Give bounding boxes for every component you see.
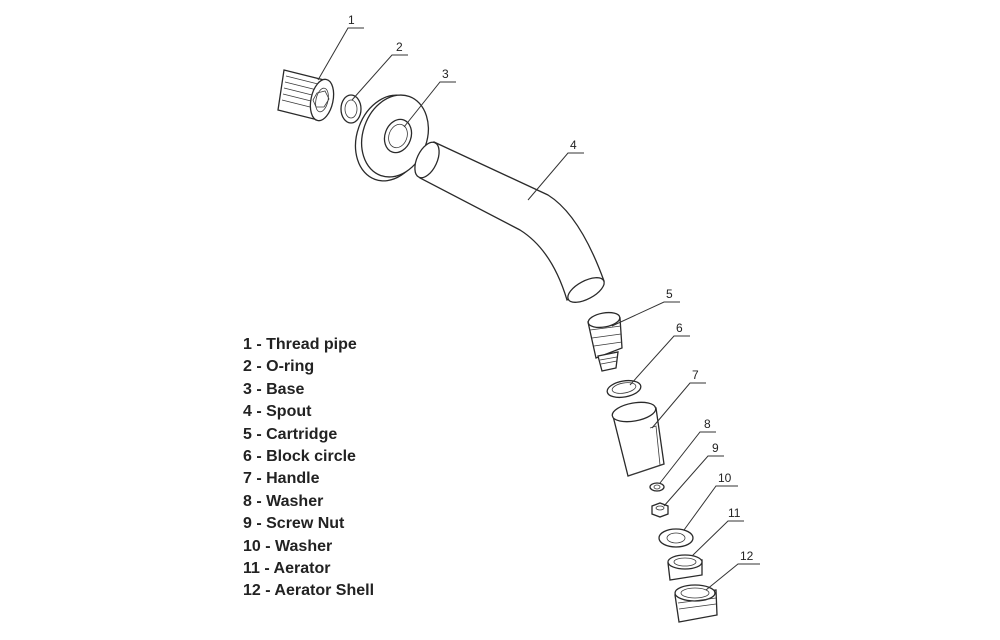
- legend-item-thread-pipe: 1 - Thread pipe: [243, 336, 357, 353]
- legend-item-base: 3 - Base: [243, 380, 305, 398]
- washer-part-10: [658, 528, 694, 548]
- leader-line-10: [683, 485, 738, 531]
- parts-legend: 1 - Thread pipe 2 - O-ring 3 - Base 4 - …: [243, 334, 374, 603]
- leader-line-3: [403, 81, 456, 128]
- handle-part: [611, 401, 665, 477]
- leader-lines: [317, 27, 760, 591]
- leader-line-12: [705, 563, 760, 591]
- callout-11: 11: [728, 506, 741, 520]
- legend-item-aerator: 11 - Aerator: [243, 560, 331, 578]
- leader-line-4: [527, 152, 584, 201]
- callout-6: 6: [676, 321, 683, 335]
- block-circle-part: [606, 379, 642, 399]
- leader-line-2: [351, 54, 408, 101]
- legend-item-cartridge: 5 - Cartridge: [243, 425, 338, 443]
- callout-numbers: 1 2 3 4 5 6 7 8 9 10 11 12: [348, 13, 754, 563]
- leader-line-7: [651, 382, 706, 429]
- leader-line-9: [663, 455, 724, 507]
- legend-item-spout: 4 - Spout: [243, 403, 312, 421]
- legend-item-washer-8: 8 - Washer: [243, 492, 324, 510]
- callout-12: 12: [740, 549, 754, 563]
- callout-7: 7: [692, 368, 699, 382]
- thread-pipe-part: [277, 69, 335, 122]
- aerator-part: [667, 554, 703, 581]
- leader-line-5: [611, 301, 680, 327]
- callout-1: 1: [348, 13, 355, 27]
- legend-item-aerator-shell: 12 - Aerator Shell: [243, 582, 375, 600]
- callout-5: 5: [666, 287, 673, 301]
- leader-line-8: [659, 431, 716, 484]
- legend-item-screw-nut: 9 - Screw Nut: [243, 515, 345, 533]
- leader-line-1: [317, 27, 364, 81]
- legend-item-o-ring: 2 - O-ring: [243, 358, 315, 376]
- cartridge-part: [587, 311, 623, 372]
- callout-8: 8: [704, 417, 711, 431]
- o-ring-part: [340, 94, 362, 124]
- spout-part: [414, 141, 605, 303]
- leader-line-11: [691, 520, 744, 557]
- washer-part-8: [649, 482, 665, 492]
- callout-2: 2: [396, 40, 403, 54]
- aerator-shell-part: [674, 584, 718, 623]
- callout-10: 10: [718, 471, 732, 485]
- callout-3: 3: [442, 67, 449, 81]
- screw-nut-part: [651, 502, 669, 518]
- legend-item-washer-10: 10 - Washer: [243, 537, 333, 555]
- leader-line-6: [629, 335, 690, 386]
- legend-item-handle: 7 - Handle: [243, 470, 320, 488]
- callout-9: 9: [712, 441, 719, 455]
- base-part: [354, 94, 429, 182]
- callout-4: 4: [570, 138, 577, 152]
- legend-item-block-circle: 6 - Block circle: [243, 448, 356, 466]
